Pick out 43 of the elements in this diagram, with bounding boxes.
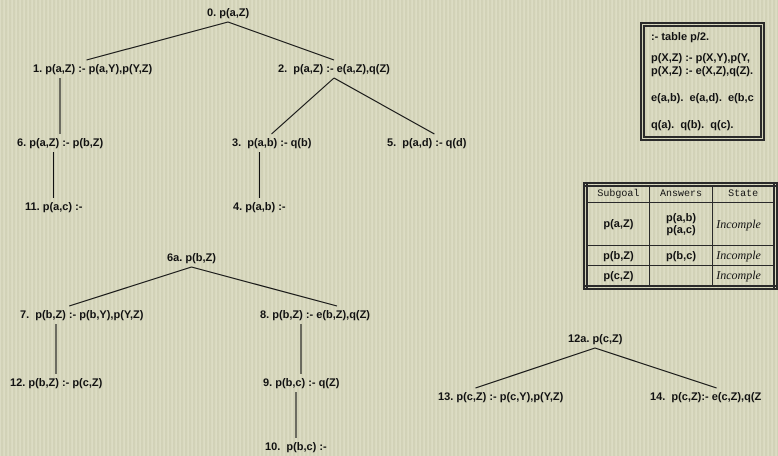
tree-branch-line (59, 78, 61, 134)
clause-text: q(a). q(b). q(c). (651, 119, 734, 132)
table-cell: p(a,Z) (586, 202, 650, 246)
tree-node-text: 6a. p(b,Z) (167, 251, 216, 265)
tree-node-text: 8. p(b,Z) :- e(b,Z),q(Z) (260, 308, 370, 322)
tree-branch-line (52, 152, 54, 198)
tree-node-text: 4. p(a,b) :- (233, 200, 286, 214)
tree-branch-line (86, 21, 228, 61)
tree-node-text: 2. p(a,Z) :- e(a,Z),q(Z) (278, 62, 390, 76)
tree-node-text: 7. p(b,Z) :- p(b,Y),p(Y,Z) (20, 308, 144, 322)
table-cell: p(b,c) (649, 246, 713, 266)
tree-branch-line (258, 152, 260, 198)
tree-node-text: 14. p(c,Z):- e(c,Z),q(Z (650, 390, 762, 404)
tree-node-text: 12. p(b,Z) :- p(c,Z) (10, 376, 102, 390)
tree-node-text: 5. p(a,d) :- q(d) (387, 136, 466, 150)
tree-node-text: 3. p(a,b) :- q(b) (232, 136, 312, 150)
tree-node-text: 1. p(a,Z) :- p(a,Y),p(Y,Z) (33, 62, 152, 76)
tree-branch-line (475, 347, 596, 389)
column-header: Subgoal (586, 184, 650, 202)
directive-text: :- table p/2. (651, 31, 710, 44)
tree-branch-line (594, 347, 717, 389)
tree-branch-line (295, 392, 297, 438)
table-cell: p(a,b) p(a,c) (649, 202, 713, 246)
clause-text: e(a,b). e(a,d). e(b,c (651, 92, 754, 105)
tree-node-text: 0. p(a,Z) (207, 6, 250, 20)
tree-branch-line (300, 324, 302, 374)
column-header: Answers (649, 184, 713, 202)
tree-node-text: 12a. p(c,Z) (568, 332, 622, 346)
tree-node-text: 13. p(c,Z) :- p(c,Y),p(Y,Z) (438, 390, 564, 404)
program-box (640, 22, 765, 141)
table-cell: p(b,Z) (586, 246, 650, 266)
tree-branch-line (228, 21, 334, 61)
tree-branch-line (191, 266, 338, 307)
tree-branch-line (55, 324, 57, 374)
tree-branch-line (271, 78, 334, 134)
clause-text: p(X,Z) :- p(X,Y),p(Y, (651, 52, 751, 65)
tree-node-text: 11. p(a,c) :- (25, 200, 82, 214)
tree-branch-line (334, 78, 435, 134)
clause-text: p(X,Z) :- e(X,Z),q(Z). (651, 65, 754, 78)
tree-branch-line (69, 266, 192, 307)
tree-node-text: 9. p(b,c) :- q(Z) (263, 376, 340, 390)
tree-node-text: 10. p(b,c) :- (265, 440, 327, 454)
tree-node-text: 6. p(a,Z) :- p(b,Z) (17, 136, 104, 150)
